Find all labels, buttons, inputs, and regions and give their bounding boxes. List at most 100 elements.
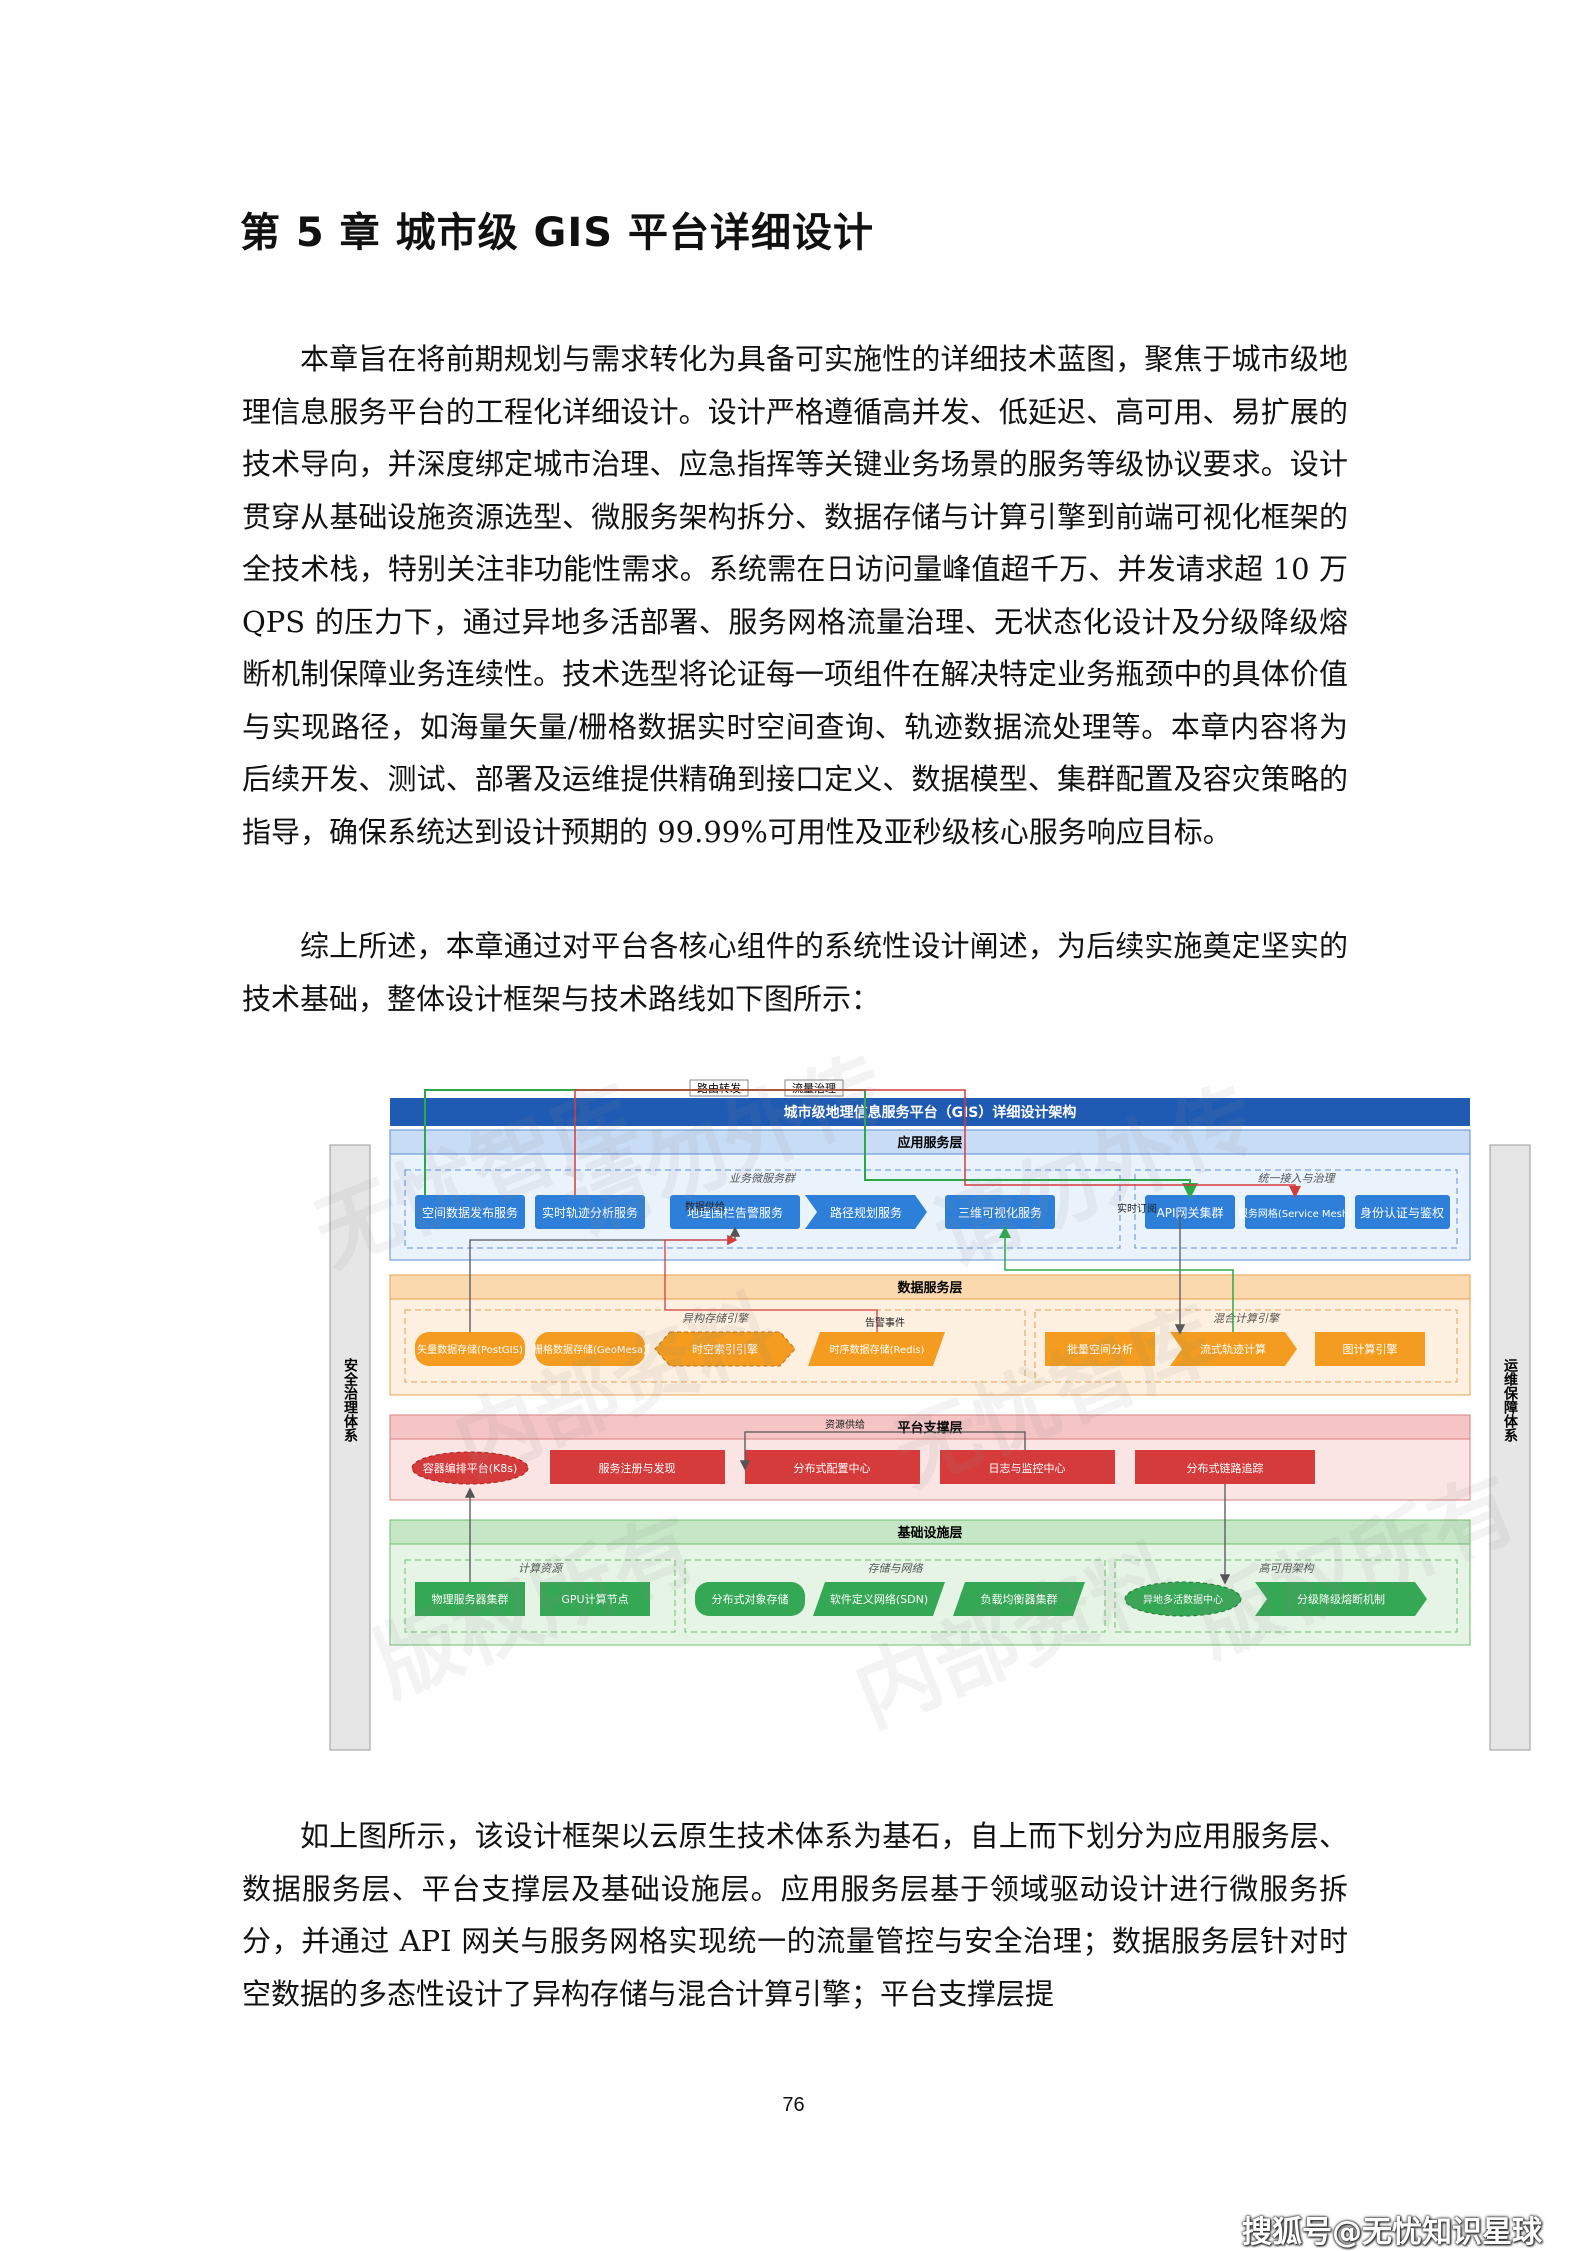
- top-label-routing-box: [689, 1079, 749, 1097]
- infra-node-degrade-label: 分级降级熔断机制: [1297, 1592, 1385, 1606]
- flow-alert-event-label: 告警事件: [865, 1316, 905, 1329]
- app-node-api-gateway: [1145, 1195, 1235, 1229]
- app-layer-label-bar: [389, 1129, 1471, 1155]
- flow-realtime-sub-label: 实时订阅: [1117, 1202, 1157, 1215]
- data-node-timeseries-label: 时序数据存储(Redis): [830, 1343, 925, 1356]
- infra-node-gpu: [540, 1582, 650, 1616]
- flow-resource-supply-label: 资源供给: [825, 1418, 865, 1431]
- infra-node-sdn-label: 软件定义网络(SDN): [830, 1592, 928, 1606]
- platform-node-k8s-label: 容器编排平台(K8s): [423, 1461, 518, 1475]
- security-governance-bar: [329, 1144, 371, 1751]
- platform-node-tracing: [1135, 1450, 1315, 1484]
- app-node-trajectory-label: 实时轨迹分析服务: [542, 1205, 638, 1220]
- flow-traffic-red: [574, 1089, 1301, 1198]
- app-node-geofence: [670, 1195, 800, 1229]
- data-node-index-label: 时空索引引擎: [692, 1342, 758, 1356]
- infra-node-servers-label: 物理服务器集群: [432, 1592, 509, 1606]
- app-node-routing-label: 路径规划服务: [830, 1205, 902, 1220]
- infra-group-compute: [404, 1559, 676, 1633]
- app-node-service-mesh: [1245, 1195, 1345, 1229]
- data-node-graph: [1315, 1332, 1425, 1366]
- flow-alert-event: [664, 1234, 878, 1332]
- app-node-routing: [805, 1195, 927, 1229]
- data-layer-label-bar: [389, 1274, 1471, 1300]
- platform-node-registry: [550, 1450, 725, 1484]
- ops-assurance-bar: [1489, 1144, 1531, 1751]
- app-node-auth-label: 身份认证与鉴权: [1360, 1205, 1444, 1220]
- app-node-api-gateway-label: API网关集群: [1157, 1205, 1224, 1220]
- security-governance-label: 安全治理体系: [342, 1357, 359, 1443]
- data-node-index: [654, 1331, 796, 1367]
- infra-node-object-storage: [695, 1582, 805, 1616]
- app-node-3d-vis: [945, 1195, 1055, 1229]
- data-node-geomesa-label: 栅格数据存储(GeoMesa): [533, 1343, 647, 1356]
- flow-data-supply: [469, 1226, 741, 1332]
- infra-group-storage: [684, 1559, 1106, 1633]
- infra-layer-label-bar: [389, 1519, 1471, 1545]
- infra-node-multi-active-label: 异地多活数据中心: [1143, 1593, 1223, 1606]
- data-group-compute-label: 混合计算引擎: [1213, 1312, 1281, 1325]
- infra-node-gpu-label: GPU计算节点: [561, 1592, 628, 1606]
- top-label-traffic-box: [784, 1079, 844, 1097]
- ops-assurance-label: 运维保障体系: [1502, 1358, 1519, 1443]
- infra-node-sdn: [813, 1582, 945, 1616]
- infra-layer-label: 基础设施层: [896, 1525, 962, 1541]
- app-node-auth: [1355, 1195, 1450, 1229]
- architecture-diagram: 安全治理体系 运维保障体系 城市级地理信息服务平台（GIS）详细设计架构 路由转…: [329, 1079, 1531, 1751]
- diagram-title: 城市级地理信息服务平台（GIS）详细设计架构: [784, 1104, 1077, 1121]
- flow-routing-green: [424, 1089, 1198, 1199]
- app-group-business: [404, 1169, 1121, 1249]
- body-paragraph-intro: 本章旨在将前期规划与需求转化为具备可实施性的详细技术蓝图，聚焦于城市级地理信息服…: [242, 342, 1348, 849]
- platform-node-logging-label: 日志与监控中心: [989, 1461, 1066, 1475]
- infra-node-multi-active: [1124, 1581, 1242, 1617]
- data-node-geomesa: [535, 1332, 645, 1366]
- platform-layer-label: 平台支撑层: [897, 1420, 962, 1436]
- infra-group-storage-label: 存储与网络: [868, 1562, 925, 1575]
- data-layer-label: 数据服务层: [897, 1280, 962, 1296]
- flow-resource-supply: [739, 1431, 1026, 1471]
- data-node-graph-label: 图计算引擎: [1343, 1342, 1398, 1356]
- data-node-postgis-label: 矢量数据存储(PostGIS): [417, 1343, 523, 1356]
- body-paragraph-explanation: 如上图所示，该设计框架以云原生技术体系为基石，自上而下划分为应用服务层、数据服务…: [242, 1819, 1348, 2011]
- infra-node-servers: [415, 1582, 525, 1616]
- architecture-figure: 安全治理体系 运维保障体系 城市级地理信息服务平台（GIS）详细设计架构 路由转…: [301, 1038, 1535, 1760]
- diagram-header: [390, 1098, 1470, 1126]
- platform-node-k8s: [411, 1451, 529, 1485]
- data-node-postgis: [415, 1332, 525, 1366]
- top-label-routing: 路由转发: [697, 1081, 741, 1095]
- body-paragraph-summary: 综上所述，本章通过对平台各核心组件的系统性设计阐述，为后续实施奠定坚实的技术基础…: [242, 929, 1348, 1016]
- platform-node-config: [745, 1450, 920, 1484]
- data-node-timeseries: [808, 1332, 945, 1366]
- data-group-storage-label: 异构存储引擎: [682, 1312, 750, 1325]
- top-label-traffic: 流量治理: [792, 1081, 836, 1095]
- platform-node-registry-label: 服务注册与发现: [599, 1461, 676, 1475]
- platform-node-tracing-label: 分布式链路追踪: [1187, 1461, 1264, 1475]
- app-node-3d-vis-label: 三维可视化服务: [958, 1205, 1042, 1220]
- page-number: 76: [782, 2094, 805, 2116]
- infra-group-compute-label: 计算资源: [518, 1562, 564, 1575]
- data-node-stream-label: 流式轨迹计算: [1200, 1342, 1266, 1356]
- app-node-spatial-publish-label: 空间数据发布服务: [422, 1205, 518, 1220]
- app-node-geofence-label: 地理围栏告警服务: [687, 1205, 783, 1220]
- app-group-access-label: 统一接入与治理: [1258, 1172, 1337, 1185]
- flow-data-supply-label: 数据供给: [685, 1200, 725, 1213]
- platform-layer-label-bar: [389, 1414, 1471, 1440]
- chapter-title: 第 5 章 城市级 GIS 平台详细设计: [240, 210, 874, 256]
- infra-node-lb: [953, 1582, 1085, 1616]
- data-node-batch-label: 批量空间分析: [1067, 1342, 1133, 1356]
- infra-node-lb-label: 负载均衡器集群: [981, 1592, 1058, 1606]
- data-group-compute: [1034, 1309, 1458, 1383]
- app-node-trajectory: [535, 1195, 645, 1229]
- source-watermark: 搜狐号@无忧知识星球: [1242, 2215, 1542, 2250]
- infra-group-ha: [1114, 1559, 1458, 1633]
- infra-node-object-storage-label: 分布式对象存储: [712, 1592, 789, 1606]
- app-node-spatial-publish: [415, 1195, 525, 1229]
- infra-group-ha-label: 高可用架构: [1259, 1562, 1316, 1575]
- app-group-access: [1134, 1169, 1458, 1249]
- platform-node-logging: [940, 1450, 1115, 1484]
- data-node-batch: [1045, 1332, 1155, 1366]
- infra-node-degrade: [1255, 1582, 1427, 1616]
- app-node-service-mesh-label: 服务网格(Service Mesh): [1238, 1207, 1352, 1220]
- app-layer-label: 应用服务层: [897, 1135, 962, 1151]
- platform-node-config-label: 分布式配置中心: [794, 1462, 871, 1475]
